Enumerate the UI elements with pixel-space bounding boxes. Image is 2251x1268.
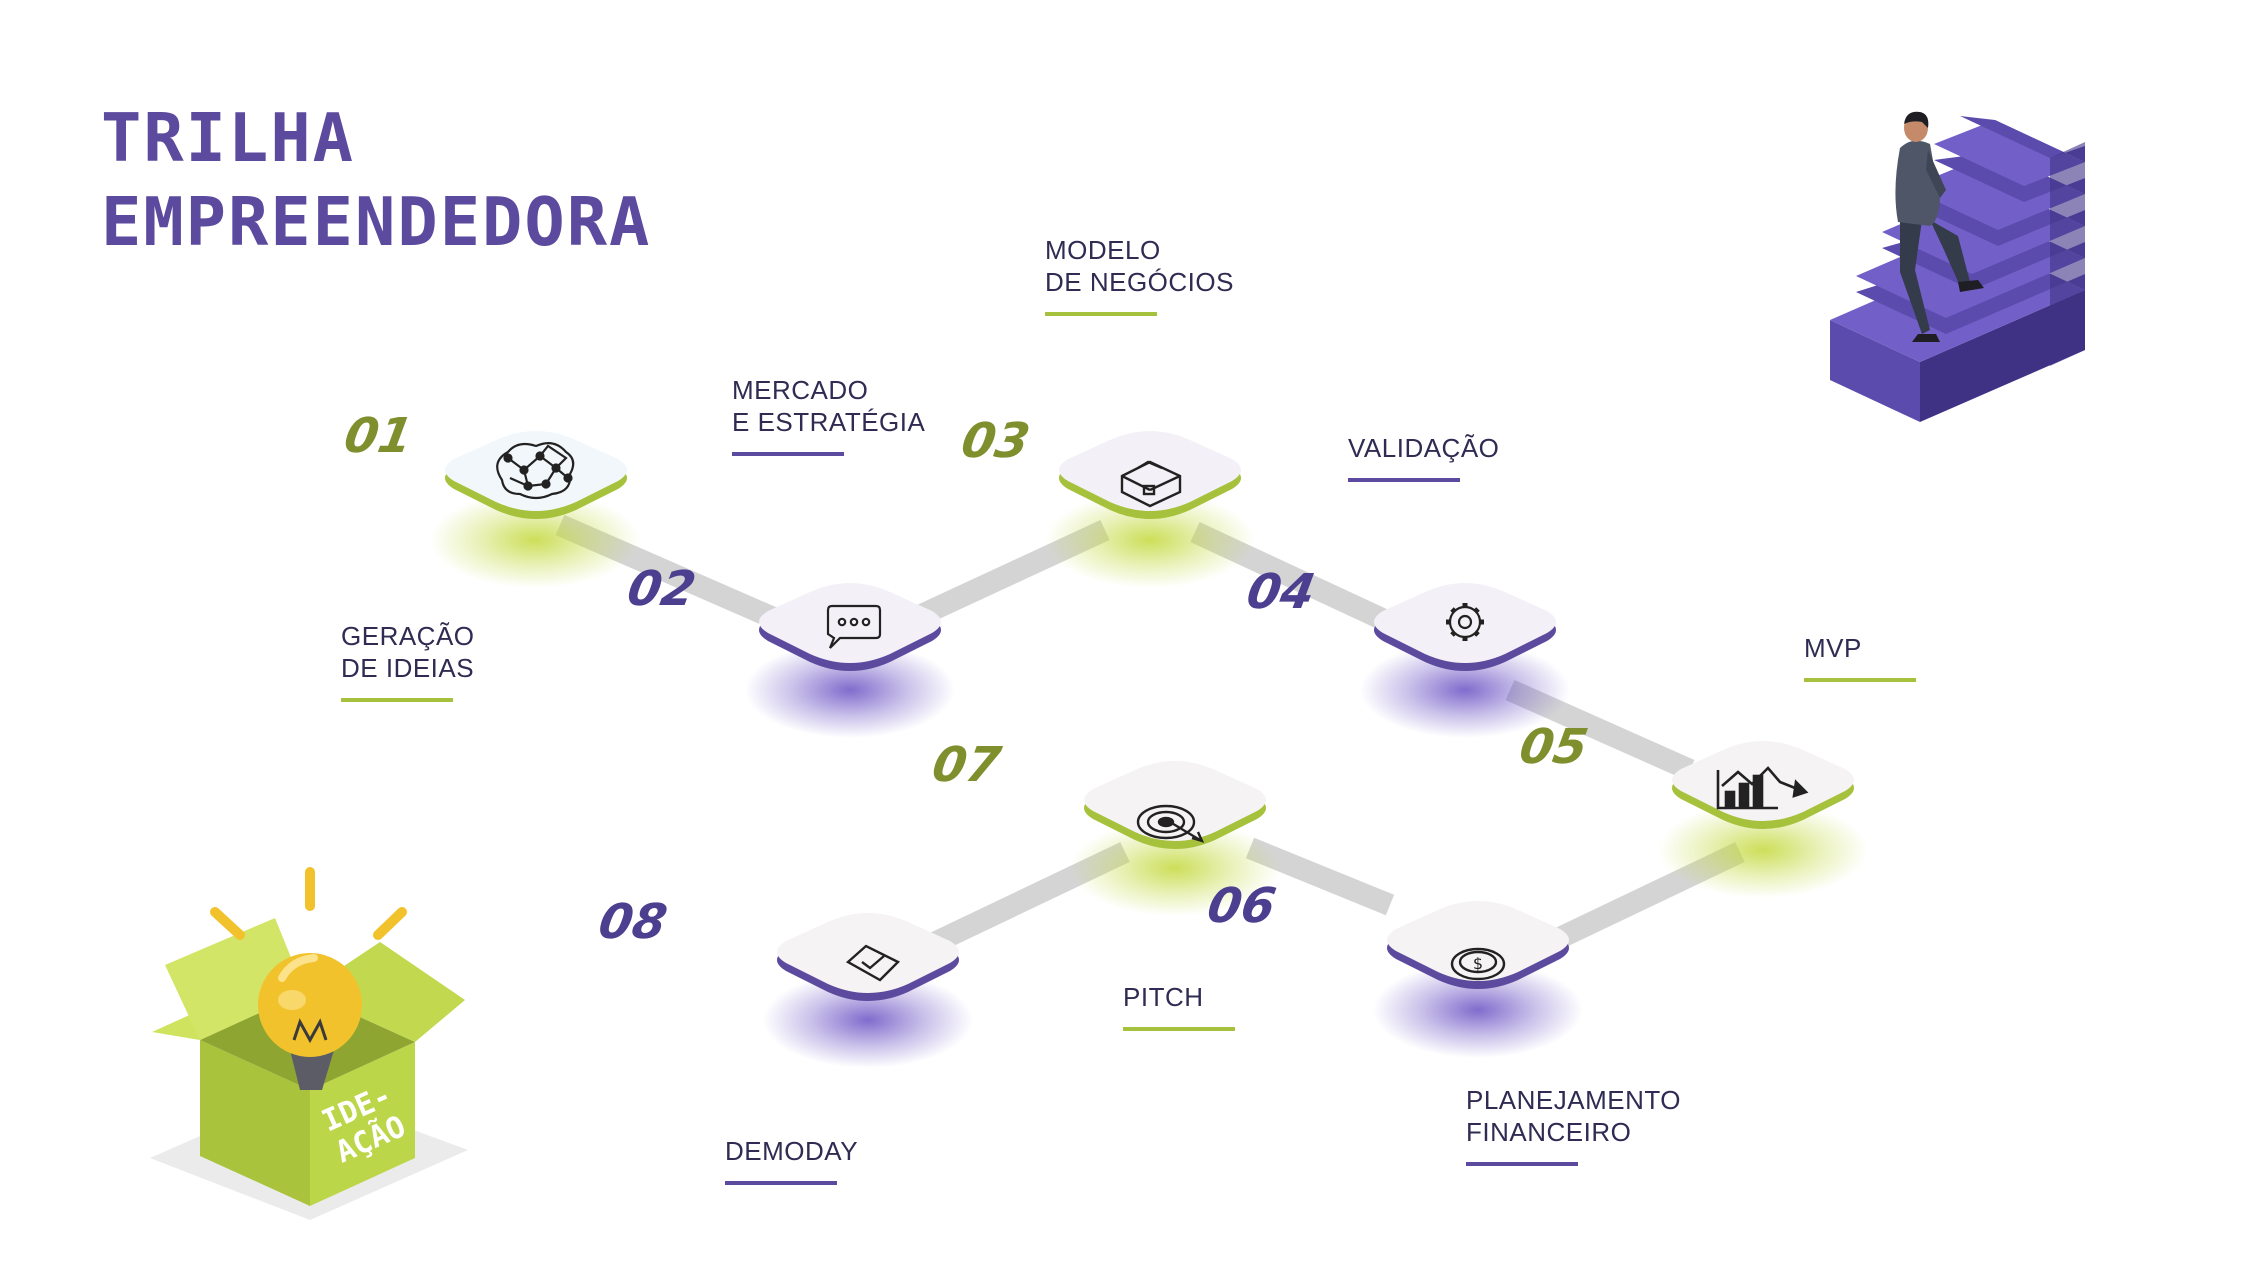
check-message-icon (845, 944, 901, 982)
step-number: 04 (1243, 564, 1320, 620)
node-glow (430, 492, 640, 588)
node-glow (763, 972, 973, 1068)
step-label-planejamento: PLANEJAMENTO FINANCEIRO (1466, 1084, 1681, 1166)
staircase-illustration (1830, 111, 2085, 422)
step-number: 07 (928, 737, 1005, 793)
node-tile (1059, 431, 1241, 511)
step-label-demoday: DEMODAY (725, 1135, 858, 1185)
box-front-right (310, 1042, 415, 1206)
node-glow (1045, 492, 1255, 588)
node-tile (777, 913, 959, 993)
svg-text:$: $ (1473, 954, 1483, 973)
label-underline (1045, 312, 1157, 316)
node-glow (1360, 642, 1570, 738)
bulb-base (290, 1050, 334, 1090)
step-label-modelo: MODELO DE NEGÓCIOS (1045, 234, 1234, 316)
target-icon (1136, 804, 1205, 843)
label-underline (1804, 678, 1916, 682)
node-tile (445, 431, 627, 511)
chat-bubble-icon (826, 604, 882, 649)
gear-icon (1446, 603, 1484, 641)
staircase (1830, 116, 2085, 422)
label-underline (1123, 1027, 1235, 1031)
step-label-mvp: MVP (1804, 632, 1916, 682)
step-number: 02 (623, 561, 700, 617)
dollar-coin-icon: $ (1450, 947, 1506, 981)
briefcase-icon (1120, 460, 1182, 508)
title-line-2: EMPREENDEDORA (101, 183, 652, 261)
label-underline (1466, 1162, 1578, 1166)
step-number: 06 (1203, 878, 1280, 934)
label-underline (725, 1181, 837, 1185)
title-line-1: TRILHA (101, 99, 356, 177)
node-tile (1387, 901, 1569, 981)
node-tile (1374, 583, 1556, 663)
bulb-rays (210, 867, 407, 940)
step-label-pitch: PITCH (1123, 981, 1235, 1031)
step-number: 01 (340, 408, 417, 464)
step-label-mercado: MERCADO E ESTRATÉGIA (732, 374, 925, 456)
growth-chart-icon (1716, 766, 1809, 810)
label-underline (1348, 478, 1460, 482)
label-underline (341, 698, 453, 702)
step-number: 05 (1515, 719, 1592, 775)
node-tile (1084, 761, 1266, 841)
step-label-geracao: GERAÇÃO DE IDEIAS (341, 620, 475, 702)
step-number: 03 (957, 413, 1034, 469)
node-glow (745, 642, 955, 738)
label-underline (732, 452, 844, 456)
idea-box-illustration: IDE- AÇÃO (150, 867, 468, 1220)
box-front-left (200, 1040, 310, 1206)
page-title: TRILHA EMPREENDEDORA (101, 96, 651, 264)
businessman (1895, 111, 1984, 342)
node-glow (1658, 802, 1868, 898)
box-flap (165, 918, 305, 1040)
node-glow (1373, 962, 1583, 1058)
step-number: 08 (595, 894, 672, 950)
node-glow (1070, 820, 1280, 916)
step-label-validacao: VALIDAÇÃO (1348, 432, 1499, 482)
brain-network-icon (496, 441, 575, 500)
